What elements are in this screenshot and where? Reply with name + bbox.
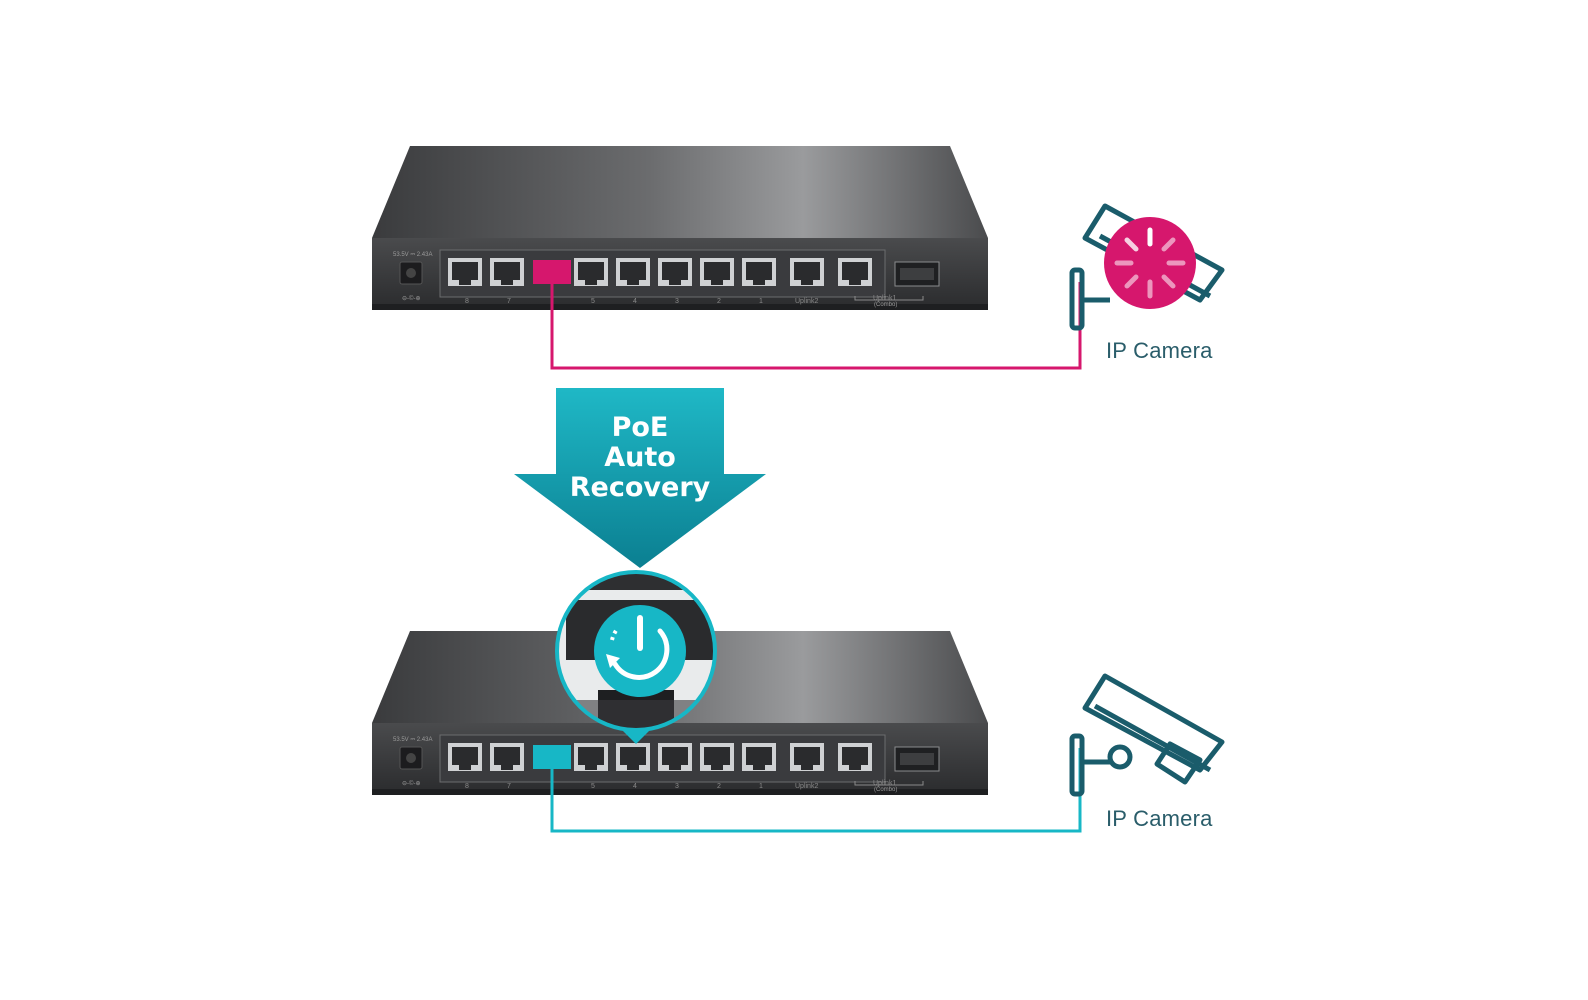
switch-top-surface: [372, 146, 988, 238]
arrow-label-line3: Recovery: [569, 472, 711, 503]
port-label-3-bottom: 3: [675, 783, 679, 790]
port-label-5: 5: [591, 298, 595, 305]
bottom-camera-label: IP Camera: [1106, 806, 1213, 831]
arrow-label-line1: PoE: [611, 412, 669, 443]
recovered-poe-port: [533, 745, 571, 769]
rj45-ports-bottom: [448, 743, 872, 771]
port-label-5-bottom: 5: [591, 783, 595, 790]
port-label-7-bottom: 7: [507, 783, 511, 790]
svg-text:⊖-©-⊕: ⊖-©-⊕: [402, 780, 420, 787]
uplink1-label: Uplink1: [873, 295, 896, 302]
camera-mount: [1069, 267, 1085, 331]
top-camera-label: IP Camera: [1106, 338, 1213, 363]
arrow-label-line2: Auto: [604, 442, 676, 473]
faulty-poe-port: [533, 260, 571, 284]
uplink2-label: Uplink2: [795, 298, 818, 305]
port-label-2: 2: [717, 298, 721, 305]
uplink2-label-bottom: Uplink2: [795, 783, 818, 790]
power-rating-label-bottom: 53.5V ⎓ 2.43A: [393, 737, 432, 743]
port-label-1-bottom: 1: [759, 783, 763, 790]
camera-body-bottom: [1082, 673, 1225, 773]
port-label-1: 1: [759, 298, 763, 305]
port-label-8-bottom: 8: [465, 783, 469, 790]
port-label-4-bottom: 4: [633, 783, 637, 790]
port-label-4: 4: [633, 298, 637, 305]
rj45-ports: [448, 258, 872, 286]
svg-text:⊖-©-⊕: ⊖-©-⊕: [402, 295, 420, 302]
combo-label-bottom: (Combo): [874, 787, 897, 793]
port-label-2-bottom: 2: [717, 783, 721, 790]
port-label-8: 8: [465, 298, 469, 305]
power-rating-label: 53.5V ⎓ 2.43A: [393, 252, 432, 258]
uplink1-label-bottom: Uplink1: [873, 780, 896, 787]
loading-spinner-icon: [1104, 217, 1196, 309]
combo-label: (Combo): [874, 302, 897, 308]
port-label-7: 7: [507, 298, 511, 305]
power-restart-icon: [594, 605, 686, 697]
port-label-3: 3: [675, 298, 679, 305]
switch-top: 53.5V ⎓ 2.43A ⊖-©-⊕ 8 7 5: [372, 146, 988, 310]
recovery-arrow: [514, 388, 766, 568]
ip-camera-bottom: [1069, 673, 1225, 797]
